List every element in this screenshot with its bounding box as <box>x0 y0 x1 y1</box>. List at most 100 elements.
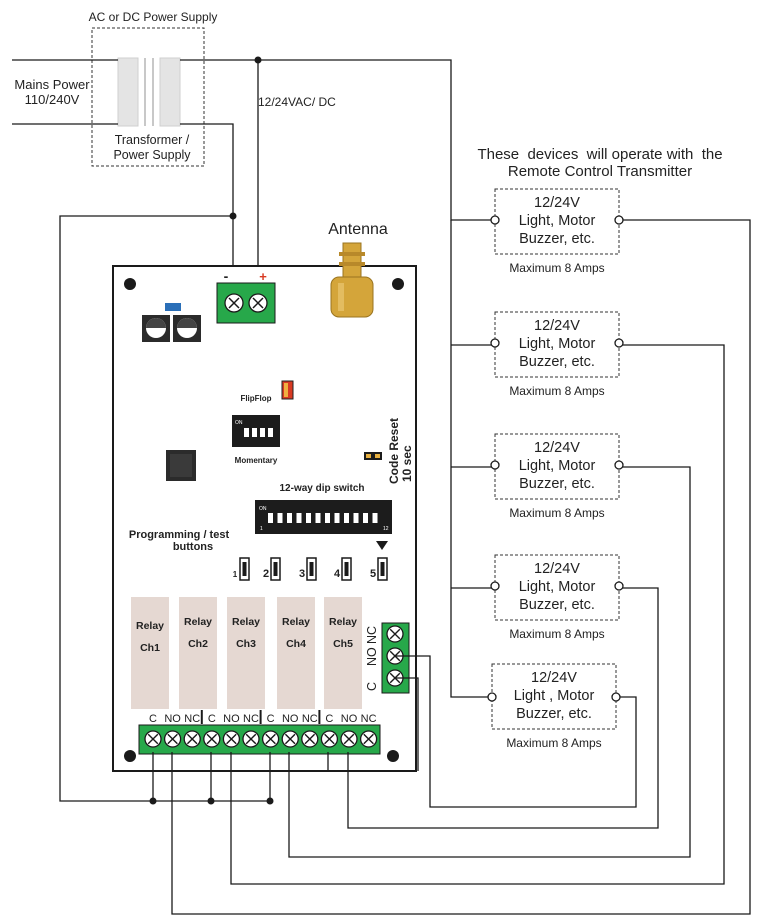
bottom-terminal-screw-7 <box>261 730 280 748</box>
device-voltage: 12/24V <box>534 561 580 577</box>
devices-header: These devices will operate with the <box>477 146 722 163</box>
programming-button-5[interactable] <box>377 557 388 581</box>
programming-button-3[interactable] <box>306 557 317 581</box>
bottom-terminal-label: NO <box>164 713 181 725</box>
device-type-more: Buzzer, etc. <box>519 597 595 613</box>
negative-sign: - <box>224 268 229 284</box>
ch2-common-junction <box>207 797 215 805</box>
relay-label: Relay <box>136 620 164 632</box>
positive-sign: + <box>259 269 267 284</box>
power-supply-title: AC or DC Power Supply <box>89 10 218 24</box>
antenna-label: Antenna <box>328 221 388 238</box>
power-terminal-screw-neg <box>224 293 244 313</box>
bottom-terminal-screw-11 <box>340 730 358 748</box>
dip12-toggle <box>353 513 359 523</box>
device-voltage: 12/24V <box>534 195 580 211</box>
bottom-terminal-label: C <box>325 713 333 725</box>
capacitor-1 <box>142 315 170 342</box>
device-rating: Maximum 8 Amps <box>506 736 601 750</box>
bottom-terminal-label: NO <box>223 713 240 725</box>
device-type: Light , Motor <box>514 688 595 704</box>
dip12-toggle <box>268 513 273 523</box>
device-input-terminal <box>490 215 500 225</box>
bottom-terminal-screw-10 <box>320 730 339 748</box>
device-type-more: Buzzer, etc. <box>519 354 595 370</box>
bottom-terminal-label: NO <box>341 713 358 725</box>
programming-button-4[interactable] <box>341 557 352 581</box>
relay-label: Relay <box>329 616 357 628</box>
button-number-label: 3 <box>299 568 305 580</box>
devices-subheader: Remote Control Transmitter <box>508 163 692 180</box>
device-voltage: 12/24V <box>534 318 580 334</box>
programming-button-1[interactable] <box>239 557 250 581</box>
power-supply-label: Power Supply <box>113 148 191 162</box>
flipflop-label: FlipFlop <box>240 394 271 403</box>
side-terminal-label: NO <box>365 647 379 666</box>
ch4-no-wire <box>347 587 659 829</box>
ch1-no-wire <box>171 219 751 915</box>
capacitor-2 <box>173 315 201 342</box>
bottom-terminal-screw-5 <box>222 730 241 748</box>
antenna-connector <box>330 242 374 318</box>
relay-label: Relay <box>184 616 212 628</box>
dip12-title: 12-way dip switch <box>279 483 364 494</box>
bottom-terminal-screw-8 <box>281 730 299 748</box>
bottom-terminal-screw-4 <box>203 730 221 748</box>
dip12-first-label: 1 <box>260 526 263 532</box>
bottom-terminal-label: NC <box>361 713 377 725</box>
device-input-terminal <box>490 338 500 348</box>
dip12-last-label: 12 <box>383 526 389 532</box>
dip12-toggle <box>372 513 378 523</box>
mount-hole-top-right <box>392 278 404 290</box>
supply-negative-wire <box>180 123 234 290</box>
dip4-toggles <box>244 428 273 437</box>
bottom-terminal-label: C <box>208 713 216 725</box>
relay-label: Relay <box>232 616 260 628</box>
device-type-more: Buzzer, etc. <box>519 231 595 247</box>
transformer-icon <box>117 57 181 127</box>
device-input-terminal <box>487 692 497 702</box>
dip12-toggle <box>296 513 302 523</box>
dip12-toggle <box>277 513 283 523</box>
device-input-terminal <box>490 460 500 470</box>
device-output-terminal <box>614 581 624 591</box>
programming-button-2[interactable] <box>270 557 281 581</box>
mount-hole-top-left <box>124 278 136 290</box>
relay-label: Relay <box>282 616 310 628</box>
dip12-on-label: ON <box>259 506 267 512</box>
positive-bus-wire <box>450 220 495 698</box>
mains-power-label: Mains Power <box>14 77 90 92</box>
device-type: Light, Motor <box>519 458 596 474</box>
mount-hole-bottom-left <box>124 750 136 762</box>
negative-junction <box>229 212 237 220</box>
supply-positive-wire <box>180 59 495 221</box>
blue-component <box>165 303 181 311</box>
ch1-common-junction <box>149 797 157 805</box>
device-type: Light, Motor <box>519 336 596 352</box>
button-5-arrow-icon <box>376 541 388 550</box>
ch3-common-junction <box>266 797 274 805</box>
device-type-more: Buzzer, etc. <box>516 706 592 722</box>
code-reset-jumper[interactable] <box>364 452 382 460</box>
relay-channel-label: Ch4 <box>286 638 306 650</box>
transformer-label: Transformer / <box>115 133 190 147</box>
bottom-terminal-screws <box>144 730 378 748</box>
button-number-label: 4 <box>334 568 341 580</box>
bottom-terminal-screw-6 <box>242 730 260 748</box>
twelve-way-dip-switch[interactable] <box>255 500 392 534</box>
relay-channel-label: Ch1 <box>140 642 160 654</box>
dip12-toggle <box>315 513 321 523</box>
device-output-terminal <box>611 692 621 702</box>
bottom-terminal-label: NC <box>243 713 259 725</box>
side-terminal-screw-1 <box>386 625 404 643</box>
dip12-toggles <box>268 513 378 523</box>
